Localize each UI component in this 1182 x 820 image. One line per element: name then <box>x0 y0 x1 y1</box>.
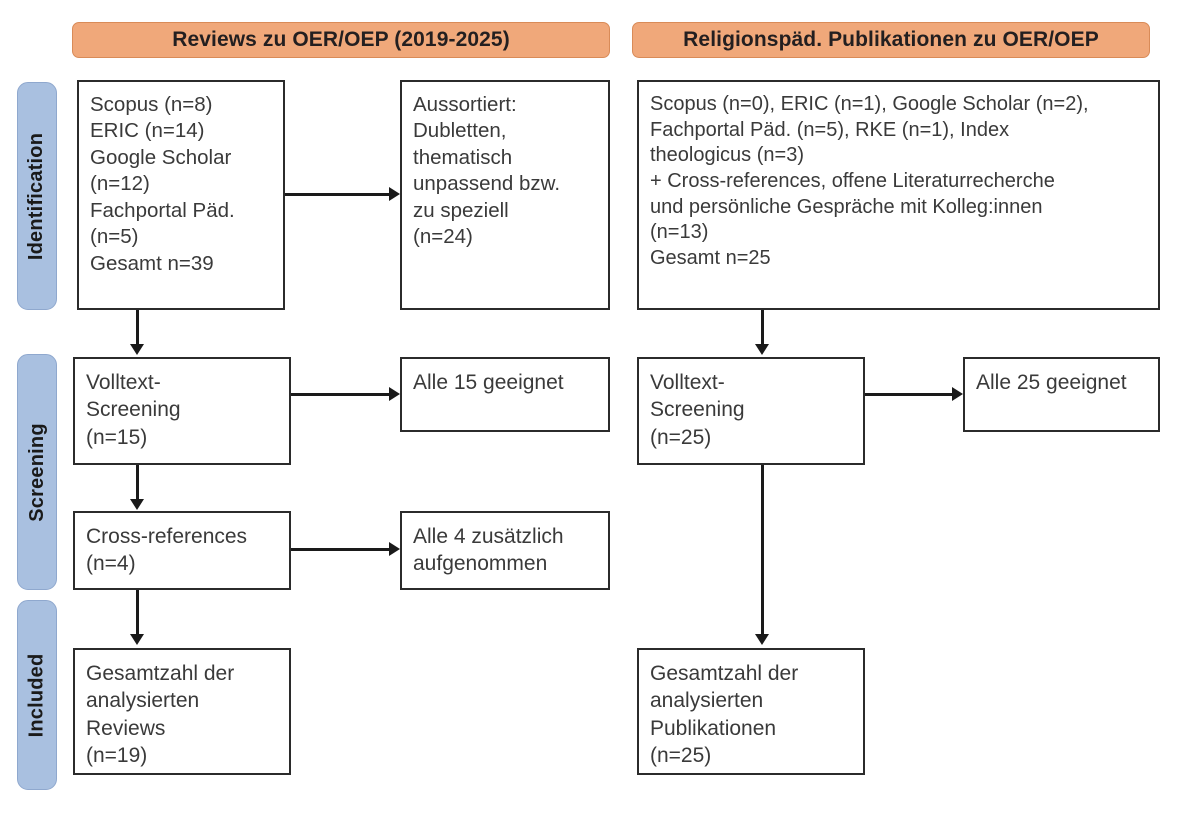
connector-right-fulltext-to-included <box>761 465 764 636</box>
stage-label-included: Included <box>17 600 57 790</box>
column-header-right-label: Religionspäd. Publikationen zu OER/OEP <box>683 28 1099 51</box>
box-right-fulltext-screening: Volltext- Screening (n=25) <box>637 357 865 465</box>
arrowhead-right-fulltext-to-included <box>755 634 769 645</box>
box-right-identification: Scopus (n=0), ERIC (n=1), Google Scholar… <box>637 80 1160 310</box>
box-left-fulltext-screening: Volltext- Screening (n=15) <box>73 357 291 465</box>
box-right-included: Gesamtzahl der analysierten Publikatione… <box>637 648 865 775</box>
connector-left-crossrefs-to-result <box>291 548 389 551</box>
connector-right-fulltext-to-result <box>865 393 952 396</box>
column-header-left: Reviews zu OER/OEP (2019-2025) <box>72 22 610 58</box>
stage-label-identification-text: Identification <box>25 132 48 260</box>
connector-left-fulltext-to-result <box>291 393 389 396</box>
arrowhead-right-fulltext-to-result <box>952 387 963 401</box>
column-header-right: Religionspäd. Publikationen zu OER/OEP <box>632 22 1150 58</box>
arrowhead-left-ident-to-excluded <box>389 187 400 201</box>
column-header-left-label: Reviews zu OER/OEP (2019-2025) <box>172 28 510 51</box>
box-left-fulltext-result: Alle 15 geeignet <box>400 357 610 432</box>
stage-label-included-text: Included <box>25 653 48 737</box>
box-left-crossrefs-result: Alle 4 zusätzlich aufgenommen <box>400 511 610 590</box>
arrowhead-right-ident-to-fulltext <box>755 344 769 355</box>
stage-label-identification: Identification <box>17 82 57 310</box>
connector-left-ident-to-fulltext <box>136 310 139 346</box>
connector-left-crossrefs-to-included <box>136 590 139 636</box>
stage-label-screening: Screening <box>17 354 57 590</box>
box-left-crossrefs: Cross-references (n=4) <box>73 511 291 590</box>
box-left-excluded: Aussortiert: Dubletten, thematisch unpas… <box>400 80 610 310</box>
connector-left-ident-to-excluded <box>285 193 389 196</box>
box-left-identification: Scopus (n=8) ERIC (n=14) Google Scholar … <box>77 80 285 310</box>
connector-left-fulltext-to-crossrefs <box>136 465 139 501</box>
arrowhead-left-crossrefs-to-result <box>389 542 400 556</box>
connector-right-ident-to-fulltext <box>761 310 764 346</box>
arrowhead-left-crossrefs-to-included <box>130 634 144 645</box>
arrowhead-left-fulltext-to-crossrefs <box>130 499 144 510</box>
arrowhead-left-fulltext-to-result <box>389 387 400 401</box>
box-right-fulltext-result: Alle 25 geeignet <box>963 357 1160 432</box>
stage-label-screening-text: Screening <box>25 422 48 522</box>
box-left-included: Gesamtzahl der analysierten Reviews (n=1… <box>73 648 291 775</box>
arrowhead-left-ident-to-fulltext <box>130 344 144 355</box>
